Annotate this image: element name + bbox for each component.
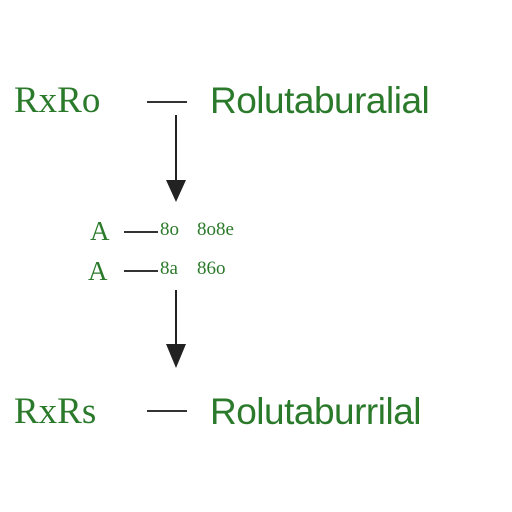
top-dash [147,101,187,103]
middle-row2-mid: 8a [160,258,178,279]
middle-row2-left: A [88,256,108,286]
middle-row1-left: A [90,216,110,246]
down-arrow-lower [166,290,186,368]
bottom-dash [147,410,187,412]
bottom-left-label: RxRs [14,391,97,432]
middle-row1-mid: 8o [160,219,179,240]
middle-row2-dash [124,270,158,272]
top-left-label: RxRo [14,80,101,121]
middle-row1-right: 8o8e [197,219,234,240]
top-right-label: Rolutaburalial [210,80,430,121]
bottom-right-label: Rolutaburrilal [210,391,422,432]
middle-row2-right: 86o [197,258,226,279]
down-arrow-upper [166,115,186,202]
middle-row1-dash [124,231,158,233]
